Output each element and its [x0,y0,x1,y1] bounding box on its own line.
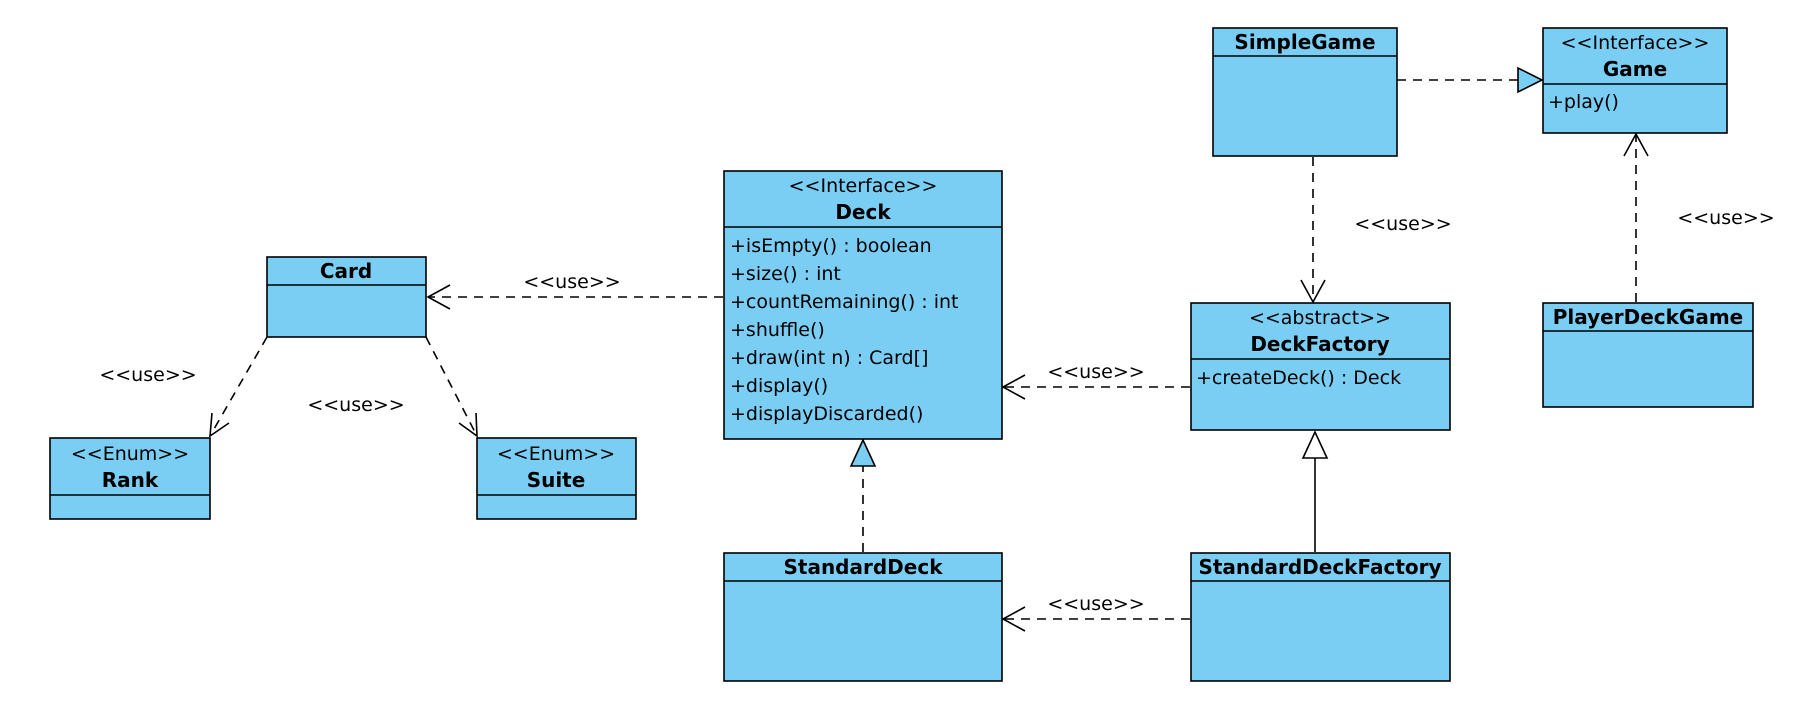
class-suite[interactable]: <<Enum>> Suite [476,437,637,520]
method-create-deck: +createDeck() : Deck [1196,367,1401,389]
generalization-triangle-icon [1301,430,1329,459]
class-name: StandardDeckFactory [1198,555,1441,579]
realization-triangle-icon [1517,66,1544,94]
relation-sdf-uses-standarddeck: <<use>> [1001,593,1190,632]
open-arrowhead-icon [426,284,451,310]
open-arrowhead-icon [458,412,478,438]
class-standard-deck[interactable]: StandardDeck [723,552,1003,682]
relation-deckfactory-uses-deck: <<use>> [1001,361,1190,400]
open-arrowhead-icon [209,412,230,438]
method-display-discarded: +displayDiscarded() [730,403,923,425]
class-player-deck-game[interactable]: PlayerDeckGame [1542,302,1754,408]
method-is-empty: +isEmpty() : boolean [730,235,932,257]
method-count-remaining: +countRemaining() : int [730,291,959,313]
class-deck[interactable]: <<Interface>> Deck +isEmpty() : boolean … [723,170,1003,440]
class-name: Deck [835,200,891,224]
relation-label: <<use>> [307,394,404,416]
method-size: +size() : int [730,263,841,285]
relation-label: <<use>> [1047,361,1144,383]
method-draw: +draw(int n) : Card[] [730,347,928,369]
class-name: PlayerDeckGame [1553,305,1744,329]
class-name: Card [320,259,372,283]
open-arrowhead-icon [1001,374,1026,400]
stereotype: <<abstract>> [1249,307,1391,329]
class-game[interactable]: <<Interface>> Game +play() [1542,27,1728,134]
relation-label: <<use>> [99,364,196,386]
relation-card-uses-suite: <<use>> [307,336,478,438]
class-simple-game[interactable]: SimpleGame [1212,27,1398,157]
stereotype: <<Enum>> [497,443,615,465]
relation-playerdeckgame-uses-game: <<use>> [1623,132,1775,302]
relation-simplegame-realizes-game [1397,66,1544,94]
relation-standarddeck-realizes-deck [849,438,877,552]
class-name: Suite [527,468,586,492]
relation-simplegame-uses-deckfactory: <<use>> [1300,157,1452,304]
relation-card-uses-rank: <<use>> [99,336,268,438]
open-arrowhead-icon [1300,279,1326,304]
class-deck-factory[interactable]: <<abstract>> DeckFactory +createDeck() :… [1190,302,1451,431]
class-name: Game [1603,57,1667,81]
class-name: SimpleGame [1234,30,1375,54]
open-arrowhead-icon [1001,606,1026,632]
relation-label: <<use>> [1354,213,1451,235]
stereotype: <<Interface>> [789,175,938,197]
method-shuffle: +shuffle() [730,319,825,341]
relation-sdf-extends-deckfactory [1301,430,1329,552]
class-name: Rank [102,468,159,492]
relation-label: <<use>> [523,271,620,293]
relation-label: <<use>> [1677,207,1774,229]
stereotype: <<Enum>> [71,443,189,465]
open-arrowhead-icon [1623,132,1649,157]
stereotype: <<Interface>> [1561,32,1710,54]
class-standard-deck-factory[interactable]: StandardDeckFactory [1190,552,1451,682]
class-name: DeckFactory [1250,332,1389,356]
method-display: +display() [730,375,828,397]
method-play: +play() [1548,91,1619,113]
class-card[interactable]: Card [266,256,427,338]
realization-triangle-icon [849,438,877,467]
class-rank[interactable]: <<Enum>> Rank [49,437,211,520]
relation-label: <<use>> [1047,593,1144,615]
relation-deck-uses-card: <<use>> [426,271,723,310]
class-name: StandardDeck [783,555,943,579]
